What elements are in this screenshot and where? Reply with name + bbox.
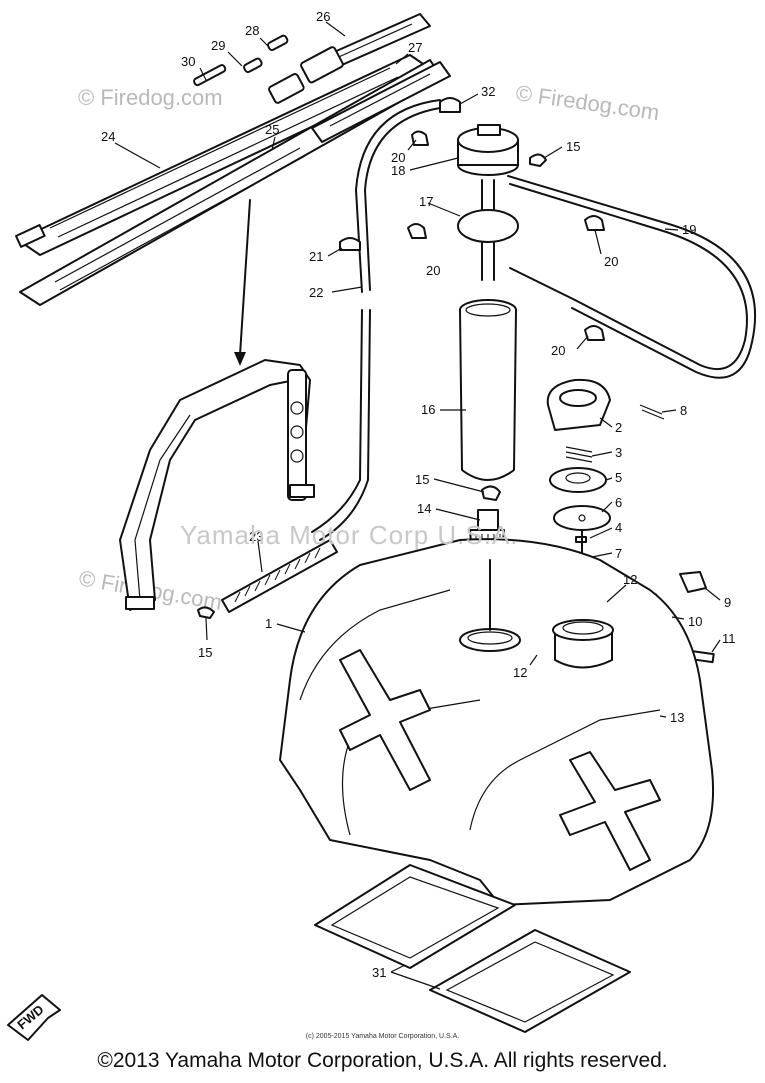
clamp-32	[439, 97, 461, 113]
callout-3: 3	[615, 445, 622, 460]
callout-10: 10	[688, 614, 702, 629]
callout-30: 30	[181, 54, 195, 69]
pad-31	[429, 929, 631, 1033]
gauge-cap-2	[546, 378, 611, 431]
callout-20: 20	[426, 263, 440, 278]
spring-23	[221, 539, 338, 613]
callout-16: 16	[421, 402, 435, 417]
pad-31	[314, 864, 516, 969]
washer-6-hole	[578, 514, 586, 522]
callout-15: 15	[415, 472, 429, 487]
watermark-firedog: © Firedog.com	[78, 85, 223, 110]
callout-2: 2	[615, 420, 622, 435]
callout-4: 4	[615, 520, 622, 535]
callout-11: 11	[722, 631, 736, 646]
callout-23: 23	[249, 529, 263, 544]
callout-14: 14	[417, 501, 431, 516]
callout-12: 12	[513, 665, 527, 680]
copyright-text: ©2013 Yamaha Motor Corporation, U.S.A. A…	[97, 1049, 668, 1072]
strap-plate-27	[311, 61, 451, 143]
clamp-20	[407, 223, 427, 239]
screw-8	[639, 404, 665, 420]
vent-hose-lower	[311, 309, 363, 533]
callout-26: 26	[316, 9, 330, 24]
fuel-line-19b	[509, 267, 576, 301]
callout-20: 20	[391, 150, 405, 165]
assembly-arrow	[239, 199, 251, 356]
fuel-line-19	[509, 183, 748, 370]
vent-hose-22	[354, 99, 441, 293]
vent-hose-22	[363, 107, 441, 291]
callout-32: 32	[481, 84, 495, 99]
tank-bracket	[119, 359, 315, 611]
clamp-20	[584, 325, 605, 341]
callout-20: 20	[551, 343, 565, 358]
vent-hose-lower	[319, 309, 371, 541]
callout-13: 13	[670, 710, 684, 725]
clamp-15	[529, 153, 547, 167]
callout-6: 6	[615, 495, 622, 510]
callout-22: 22	[309, 285, 323, 300]
fuel-tank-1	[279, 538, 715, 906]
leader-lines	[114, 21, 721, 990]
buckle-parts	[193, 34, 344, 104]
callout-12: 12	[623, 572, 637, 587]
filler-cap-18	[457, 124, 519, 176]
callout-5: 5	[615, 470, 622, 485]
callout-15: 15	[198, 645, 212, 660]
fitting-9	[679, 571, 707, 593]
callout-28: 28	[245, 23, 259, 38]
callout-31: 31	[372, 965, 386, 980]
gasket-5	[549, 467, 607, 493]
pad-31-inner	[445, 941, 615, 1023]
callout-1: 1	[265, 616, 272, 631]
callout-18: 18	[391, 163, 405, 178]
callout-21: 21	[309, 249, 323, 264]
callout-24: 24	[101, 129, 115, 144]
clamp-15	[197, 606, 215, 619]
clamp-15	[481, 485, 501, 501]
pad-31-inner	[330, 876, 500, 959]
washer-6	[553, 505, 611, 531]
fuel-line-19	[507, 175, 757, 379]
small-credit-text: (c) 2005-2015 Yamaha Motor Corporation, …	[305, 1033, 460, 1040]
watermark-firedog: © Firedog.com	[514, 80, 661, 125]
spring-3	[565, 446, 593, 463]
clamp-20	[584, 215, 605, 231]
callout-19: 19	[682, 222, 696, 237]
arrow-head	[234, 352, 246, 366]
callout-27: 27	[408, 40, 422, 55]
callout-8: 8	[680, 403, 687, 418]
filter-16	[459, 299, 517, 481]
callout-9: 9	[724, 595, 731, 610]
callout-29: 29	[211, 38, 225, 53]
o-ring-17	[457, 209, 519, 243]
callout-20: 20	[604, 254, 618, 269]
clamp-20	[411, 130, 429, 146]
callout-15: 15	[566, 139, 580, 154]
callout-17: 17	[419, 194, 433, 209]
clamp-21	[339, 237, 361, 251]
callout-25: 25	[265, 122, 279, 137]
callout-7: 7	[615, 546, 622, 561]
watermark-yamaha: Yamaha Motor Corp U.S.A.	[180, 520, 519, 550]
